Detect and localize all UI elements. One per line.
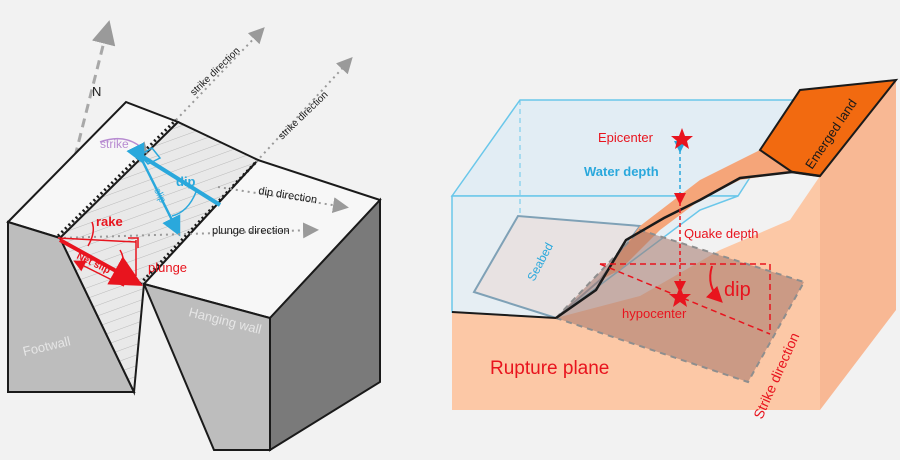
hypocenter-star [669,286,691,307]
plunge-arc [119,249,125,273]
net-slip-counter-arrow [73,260,125,287]
net-slip-arrow [59,238,144,286]
strike-direction-label-1: strike direction [188,45,242,98]
dip-arc [171,191,197,217]
water-top [450,99,802,197]
quake-depth-label: Quake depth [684,226,758,241]
strike-direction-line-1 [175,27,265,121]
north-label: N [92,84,101,99]
strike-direction-line-2 [255,57,353,163]
epicenter-star [671,128,693,149]
quake-diagram: Seabed Emerged land dip Epicenter Water … [450,78,899,421]
hanging-wall-right [269,197,381,452]
block-right-face [820,80,896,410]
rake-label: rake [96,214,123,229]
epicenter-label: Epicenter [598,130,654,145]
rupture-plane-label: Rupture plane [490,358,609,379]
dip-label: dip [176,174,196,189]
hypocenter-label: hypocenter [622,306,687,321]
fault-trace-2 [138,160,258,286]
emerged-land [758,78,899,178]
plunge-direction-label: plunge direction [212,225,290,237]
ground-edge [451,311,557,319]
water-depth-label: Water depth [584,164,659,179]
dip-label-quake: dip [724,279,751,301]
rake-arc [87,221,95,247]
dip-arc-quake [705,265,723,303]
fault-diagram: N strike direction strike direction stri… [6,20,382,452]
strike-direction-label-2: strike direction [276,89,330,142]
plunge-right-angle [128,237,139,248]
plunge-label: plunge [148,260,187,275]
plunge-direction-line [57,222,319,239]
slip-line [126,142,181,237]
rake-reference-line [57,237,137,243]
rupture-plane [554,228,806,384]
strike-label: strike [100,137,129,151]
